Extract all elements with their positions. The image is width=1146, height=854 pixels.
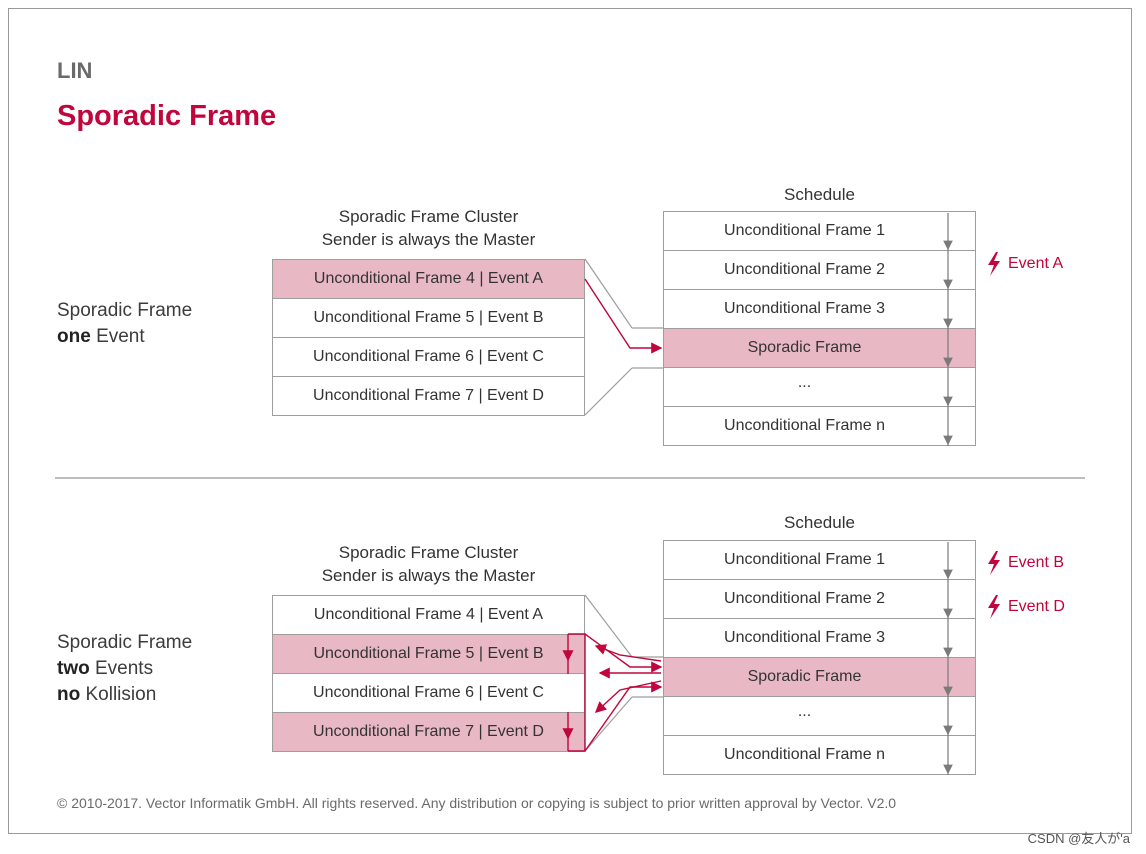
diagram1-cluster-row: Unconditional Frame 4 | Event A <box>272 259 585 299</box>
diagram2-event-arrows <box>562 633 663 752</box>
diagram2-event-marker: Event D <box>986 594 1065 620</box>
diagram2-event-label: Event D <box>1008 598 1065 615</box>
diagram2-cluster-caption-line1: Sporadic Frame Cluster <box>338 543 519 562</box>
section-divider <box>55 477 1085 479</box>
diagram2-cluster-row: Unconditional Frame 5 | Event B <box>272 634 585 674</box>
diagram1-cluster-row: Unconditional Frame 5 | Event B <box>272 298 585 338</box>
diagram2-label: Sporadic Frame two Events no Kollision <box>57 630 192 708</box>
diagram2-label-bold: no <box>57 684 81 705</box>
diagram2-event-marker: Event B <box>986 550 1064 576</box>
diagram1-label: Sporadic Frame one Event <box>57 298 192 350</box>
diagram1-label-rest: Event <box>96 326 145 347</box>
page-frame <box>8 8 1132 834</box>
diagram2-cluster-caption-line2: Sender is always the Master <box>321 566 536 585</box>
diagram2-schedule-row: Unconditional Frame 3 <box>663 618 976 658</box>
diagram1-schedule-caption: Schedule <box>784 185 855 204</box>
diagram1-event-label: Event A <box>1008 255 1064 272</box>
diagram1-cluster-caption: Sporadic Frame Cluster Sender is always … <box>272 205 585 251</box>
diagram1-event-arrow <box>584 278 663 354</box>
diagram1-cluster-caption-line1: Sporadic Frame Cluster <box>338 207 519 226</box>
diagram2-schedule-caption: Schedule <box>784 513 855 532</box>
lightning-icon <box>988 595 1000 619</box>
diagram2-label-rest: Kollision <box>85 684 157 705</box>
diagram2-cluster-caption: Sporadic Frame Cluster Sender is always … <box>272 541 585 587</box>
diagram1-schedule-row: Unconditional Frame n <box>663 406 976 446</box>
diagram1-cluster-row: Unconditional Frame 6 | Event C <box>272 337 585 377</box>
diagram2-label-line3: no Kollision <box>57 682 192 708</box>
diagram2-label-rest: Events <box>95 658 154 679</box>
diagram1-cluster-row: Unconditional Frame 7 | Event D <box>272 376 585 416</box>
diagram1-cluster-caption-line2: Sender is always the Master <box>321 230 536 249</box>
diagram1-event-marker: Event A <box>986 251 1063 277</box>
diagram2-label-line1: Sporadic Frame <box>57 632 193 653</box>
diagram1-label-line1: Sporadic Frame <box>57 300 193 321</box>
diagram2-cluster-row: Unconditional Frame 6 | Event C <box>272 673 585 713</box>
diagram1-label-bold: one <box>57 326 91 347</box>
diagram2-schedule-row: Unconditional Frame 1 <box>663 540 976 580</box>
diagram1-schedule-row-sporadic: Sporadic Frame <box>663 328 976 368</box>
diagram2-schedule-row-sporadic: Sporadic Frame <box>663 657 976 697</box>
diagram1-label-line2: one Event <box>57 324 192 350</box>
copyright-footer: © 2010-2017. Vector Informatik GmbH. All… <box>57 795 897 811</box>
section-label: LIN <box>57 58 93 83</box>
lightning-icon <box>988 551 1000 575</box>
diagram2-label-line2: two Events <box>57 656 192 682</box>
diagram2-cluster-row: Unconditional Frame 7 | Event D <box>272 712 585 752</box>
diagram2-cluster-row: Unconditional Frame 4 | Event A <box>272 595 585 635</box>
diagram1-schedule-row: ... <box>663 367 976 407</box>
diagram1-funnel <box>584 258 663 416</box>
diagram2-label-bold: two <box>57 658 90 679</box>
watermark: CSDN @友人が'a <box>1027 831 1130 846</box>
lightning-icon <box>988 252 1000 276</box>
diagram2-event-label: Event B <box>1008 554 1065 571</box>
diagram1-schedule-row: Unconditional Frame 3 <box>663 289 976 329</box>
diagram1-schedule-row: Unconditional Frame 2 <box>663 250 976 290</box>
diagram2-schedule-row: Unconditional Frame n <box>663 735 976 775</box>
page-title: Sporadic Frame <box>57 100 277 132</box>
